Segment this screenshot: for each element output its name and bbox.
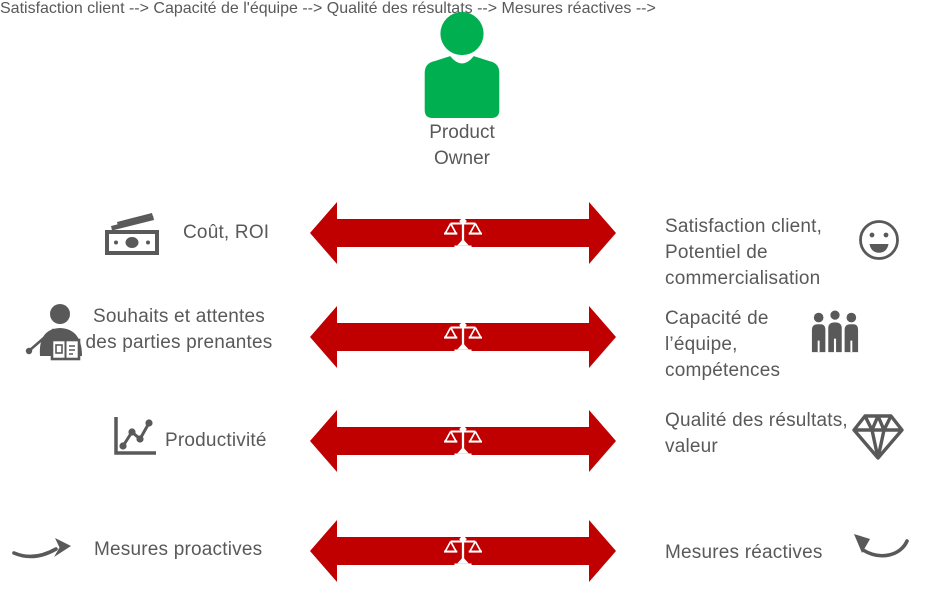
label-line: Souhaits et attentes (93, 306, 265, 327)
product-owner-label: Product Owner (382, 120, 542, 172)
row2-right-label: Capacité de l’équipe, compétences (665, 306, 780, 384)
tradeoff-arrow (310, 410, 616, 472)
row3-right-label: Qualité des résultats, valeur (665, 408, 848, 460)
tradeoff-arrow (310, 306, 616, 368)
label-line: Productivité (165, 430, 267, 451)
row3-left-label: Productivité (165, 428, 267, 454)
label-line: Coût, ROI (183, 222, 270, 243)
label-line: Potentiel de (665, 242, 768, 263)
label-line: Qualité des résultats, (665, 410, 848, 431)
team-icon (811, 308, 859, 354)
label-line: Product (429, 122, 495, 143)
tradeoff-arrow (310, 202, 616, 264)
money-icon (105, 213, 159, 255)
scales-icon (444, 534, 482, 567)
row1-right-label: Satisfaction client, Potentiel de commer… (665, 214, 822, 292)
label-line: Satisfaction client, (665, 216, 823, 237)
label-line: des parties prenantes (85, 332, 273, 353)
label-line: compétences (665, 360, 781, 381)
label-line: commercialisation (665, 268, 821, 289)
label-line: Mesures proactives (94, 539, 263, 560)
proactive-arrow-icon (12, 538, 71, 559)
line-chart-icon (114, 417, 156, 455)
smiley-icon (859, 220, 899, 260)
tradeoff-arrow (310, 520, 616, 582)
label-line: l’équipe, (665, 334, 738, 355)
product-owner-icon (424, 12, 500, 118)
row4-left-label: Mesures proactives (94, 537, 262, 563)
label-line: Owner (434, 148, 490, 169)
scales-icon (444, 424, 482, 457)
presenter-icon (25, 304, 82, 361)
scales-icon (444, 216, 482, 249)
diamond-icon (852, 414, 904, 460)
row1-left-label: Coût, ROI (183, 220, 269, 246)
label-line: valeur (665, 436, 718, 457)
row2-left-label: Souhaits et attentes des parties prenant… (84, 304, 274, 356)
label-line: Capacité de (665, 308, 769, 329)
row4-right-label: Mesures réactives (665, 540, 823, 566)
scales-icon (444, 320, 482, 353)
label-line: Mesures réactives (665, 542, 823, 563)
reactive-arrow-icon (854, 534, 909, 558)
